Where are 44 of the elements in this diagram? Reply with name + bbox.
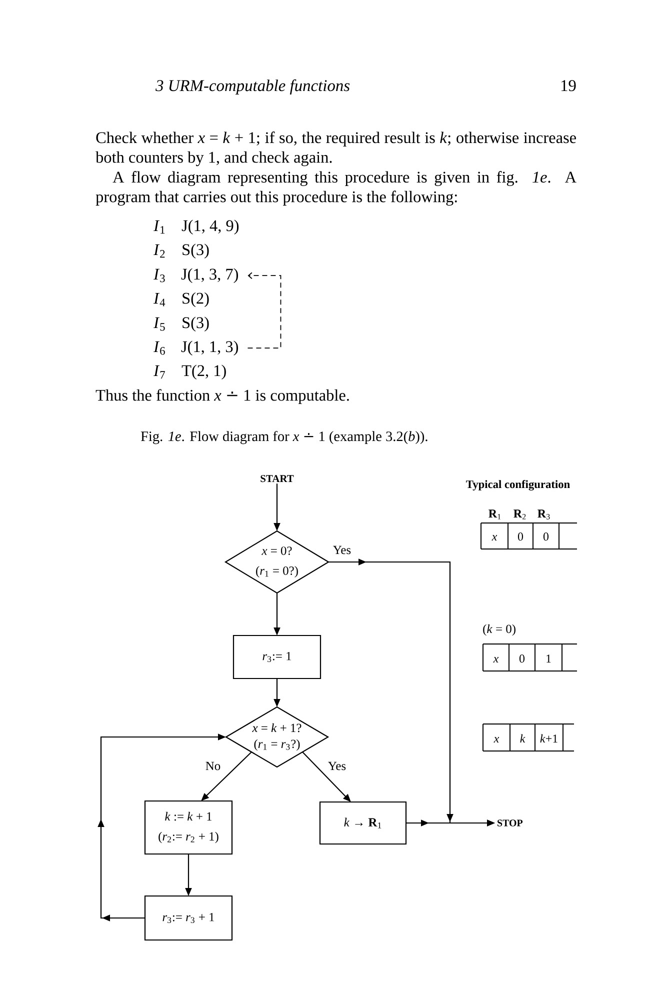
paragraph: Check whether x = k + 1; if so, the required result is k; otherwise increase both counters by 1, and check again. [96,132,576,166]
start-label: START [260,475,294,482]
stop-label: STOP [498,820,523,826]
instruction: J(1, 3, 7) [181,268,238,283]
process-box: k → R$_{1}$ [319,801,407,845]
instruction: J(1, 1, 3) [181,340,238,356]
instruction: S(3) [182,244,209,258]
instruction-number: I$_{3}$ [153,268,165,282]
register-value: x [492,535,498,540]
figure-caption: Fig. 1e. Flow diagram for x ∸ 1 (example 3.2(b)). [140,430,428,444]
register-value: 0 [518,532,524,541]
instruction: T(2, 1) [182,364,226,380]
register-value: x [494,737,500,742]
instruction: S(2) [182,292,209,308]
edge-label: Yes [326,760,348,772]
register-value: x [493,657,499,662]
register-name: R$_{3}$ [538,510,550,520]
instruction-number: I$_{5}$ [153,317,165,331]
jump-arrow [247,272,282,349]
instruction: S(3) [182,316,209,332]
instruction-number: I$_{7}$ [153,365,165,379]
register-value: k+1 [540,734,558,742]
register-value: 0 [519,654,525,663]
instruction-number: I$_{4}$ [153,292,166,306]
instruction: J(1, 4, 9) [182,220,239,234]
register-name: R$_{1}$ [488,510,501,520]
process-box: k := k + 1 (r$_{2}$:= r$_{2}$ + 1) [144,800,233,855]
process-box: r$_{3}$:= 1 [232,634,322,680]
register-value: 1 [546,654,551,662]
edge-label: Yes [332,544,352,556]
instruction-number: I$_{6}$ [153,341,165,355]
running-head: 3 URM-computable functions [156,79,350,94]
paragraph: Thus the function x ∸ 1 is computable. [96,389,349,404]
register-value: 0 [543,532,549,541]
instruction-number: I$_{1}$ [153,220,165,234]
process-box: r$_{3}$:= r$_{3}$ + 1 [144,895,233,941]
panel-heading: Typical configuration [466,480,570,490]
edge-label: No [204,760,222,772]
register-value: k [520,734,526,742]
instruction-number: I$_{2}$ [153,244,165,258]
register-name: R$_{2}$ [514,510,526,520]
paragraph: A flow diagram representing this procedure is given in fig. 1e. A program that carries out this procedure is the following: [96,171,576,206]
condition-note: (k = 0) [483,624,516,636]
page-number: 19 [561,80,576,92]
